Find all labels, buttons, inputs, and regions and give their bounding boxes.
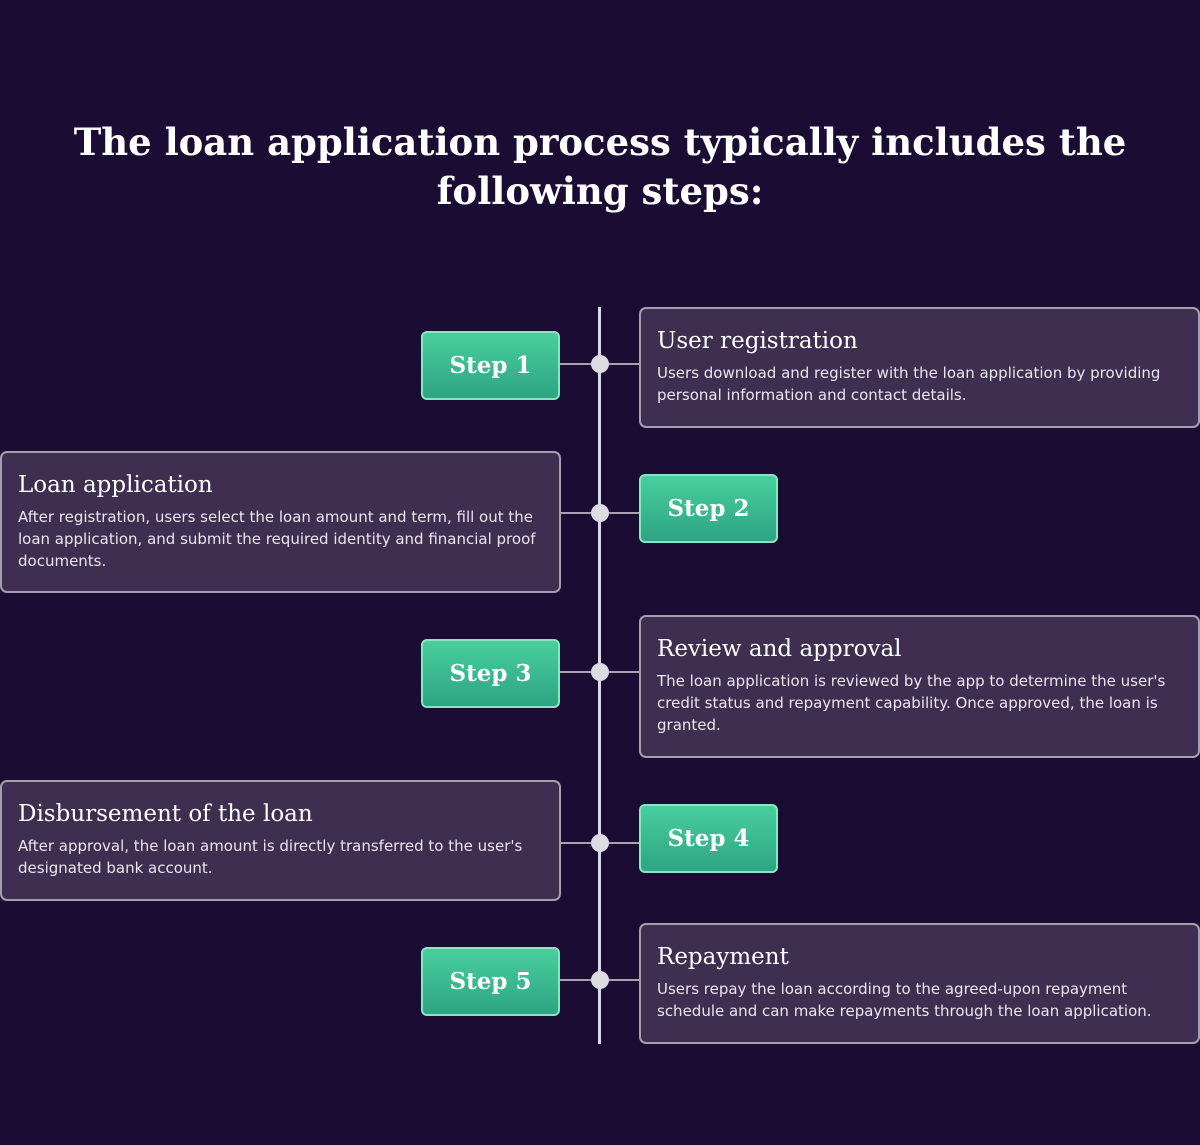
step-5-card: Repayment Users repay the loan according… [639, 923, 1200, 1044]
step-4-badge: Step 4 [639, 804, 778, 873]
page-title: The loan application process typically i… [73, 120, 1127, 213]
step-2-card: Loan application After registration, use… [0, 451, 561, 593]
step-3-title: Review and approval [657, 636, 902, 662]
step-1-title: User registration [657, 328, 858, 354]
step-2-badge: Step 2 [639, 474, 778, 543]
step-4-node [591, 834, 609, 852]
step-5-description: Users repay the loan according to the ag… [657, 980, 1152, 1020]
step-5-node [591, 971, 609, 989]
step-2-title: Loan application [18, 472, 213, 498]
step-2-node [591, 504, 609, 522]
step-3-description: The loan application is reviewed by the … [657, 672, 1166, 734]
step-3-node [591, 663, 609, 681]
step-4-card: Disbursement of the loan After approval,… [0, 780, 561, 901]
step-3-badge: Step 3 [421, 639, 560, 708]
step-2-description: After registration, users select the loa… [18, 508, 536, 570]
step-1-badge: Step 1 [421, 331, 560, 400]
step-1-node [591, 355, 609, 373]
step-1-card: User registration Users download and reg… [639, 307, 1200, 428]
step-5-title: Repayment [657, 944, 789, 970]
step-3-card: Review and approval The loan application… [639, 615, 1200, 758]
step-5-badge: Step 5 [421, 947, 560, 1016]
step-1-description: Users download and register with the loa… [657, 364, 1161, 404]
step-4-description: After approval, the loan amount is direc… [18, 837, 523, 877]
step-4-title: Disbursement of the loan [18, 801, 313, 827]
